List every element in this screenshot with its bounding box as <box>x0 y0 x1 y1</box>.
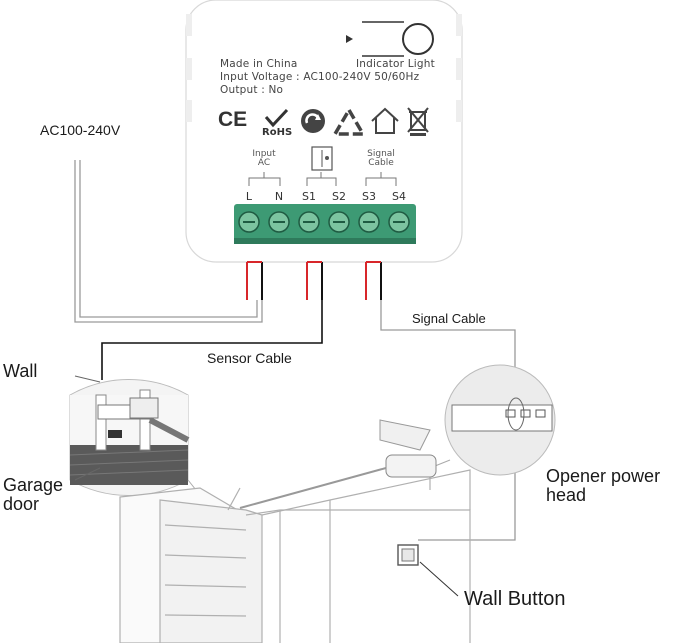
rohs-icon: RoHS <box>260 107 296 138</box>
terminal-label-s3: S3 <box>362 190 376 203</box>
wall-sensor-zoom <box>69 375 221 521</box>
smart-switch-module <box>185 0 463 263</box>
input-voltage-text: Input Voltage : AC100-240V 50/60Hz <box>220 71 420 83</box>
signal-cable-label: Signal Cable <box>412 311 486 326</box>
terminal-label-n: N <box>274 190 284 203</box>
opener-unit <box>239 419 437 509</box>
sensor-cable-label: Sensor Cable <box>207 350 292 366</box>
terminal-block <box>234 204 416 244</box>
weee-bin-icon <box>406 106 430 136</box>
terminal-label-s2: S2 <box>332 190 346 203</box>
terminal-group-brackets <box>248 172 397 186</box>
terminal-label-s4: S4 <box>392 190 406 203</box>
relay-icon <box>311 146 333 171</box>
terminal-label-s1: S1 <box>302 190 316 203</box>
recycle-triangle-icon <box>331 106 367 136</box>
cable-paths <box>74 160 516 541</box>
made-in-text: Made in China <box>220 58 298 70</box>
indicator-light-text: Indicator Light <box>356 58 435 70</box>
wires <box>246 261 382 300</box>
indicator-light-icon <box>346 21 434 57</box>
output-text: Output : No <box>220 84 284 96</box>
garage-building <box>119 468 471 643</box>
opener-zoom <box>429 364 556 476</box>
recycle-arrow-icon <box>300 108 326 134</box>
wall-button-label: Wall Button <box>464 588 566 610</box>
home-icon <box>370 107 400 135</box>
supply-voltage-label: AC100-240V <box>40 122 121 138</box>
terminal-label-l: L <box>245 190 253 203</box>
svg-text:RoHS: RoHS <box>262 127 292 137</box>
wall-label: Wall <box>3 361 38 381</box>
wall-button-device <box>397 544 459 597</box>
ce-mark-icon: CE <box>218 108 248 131</box>
